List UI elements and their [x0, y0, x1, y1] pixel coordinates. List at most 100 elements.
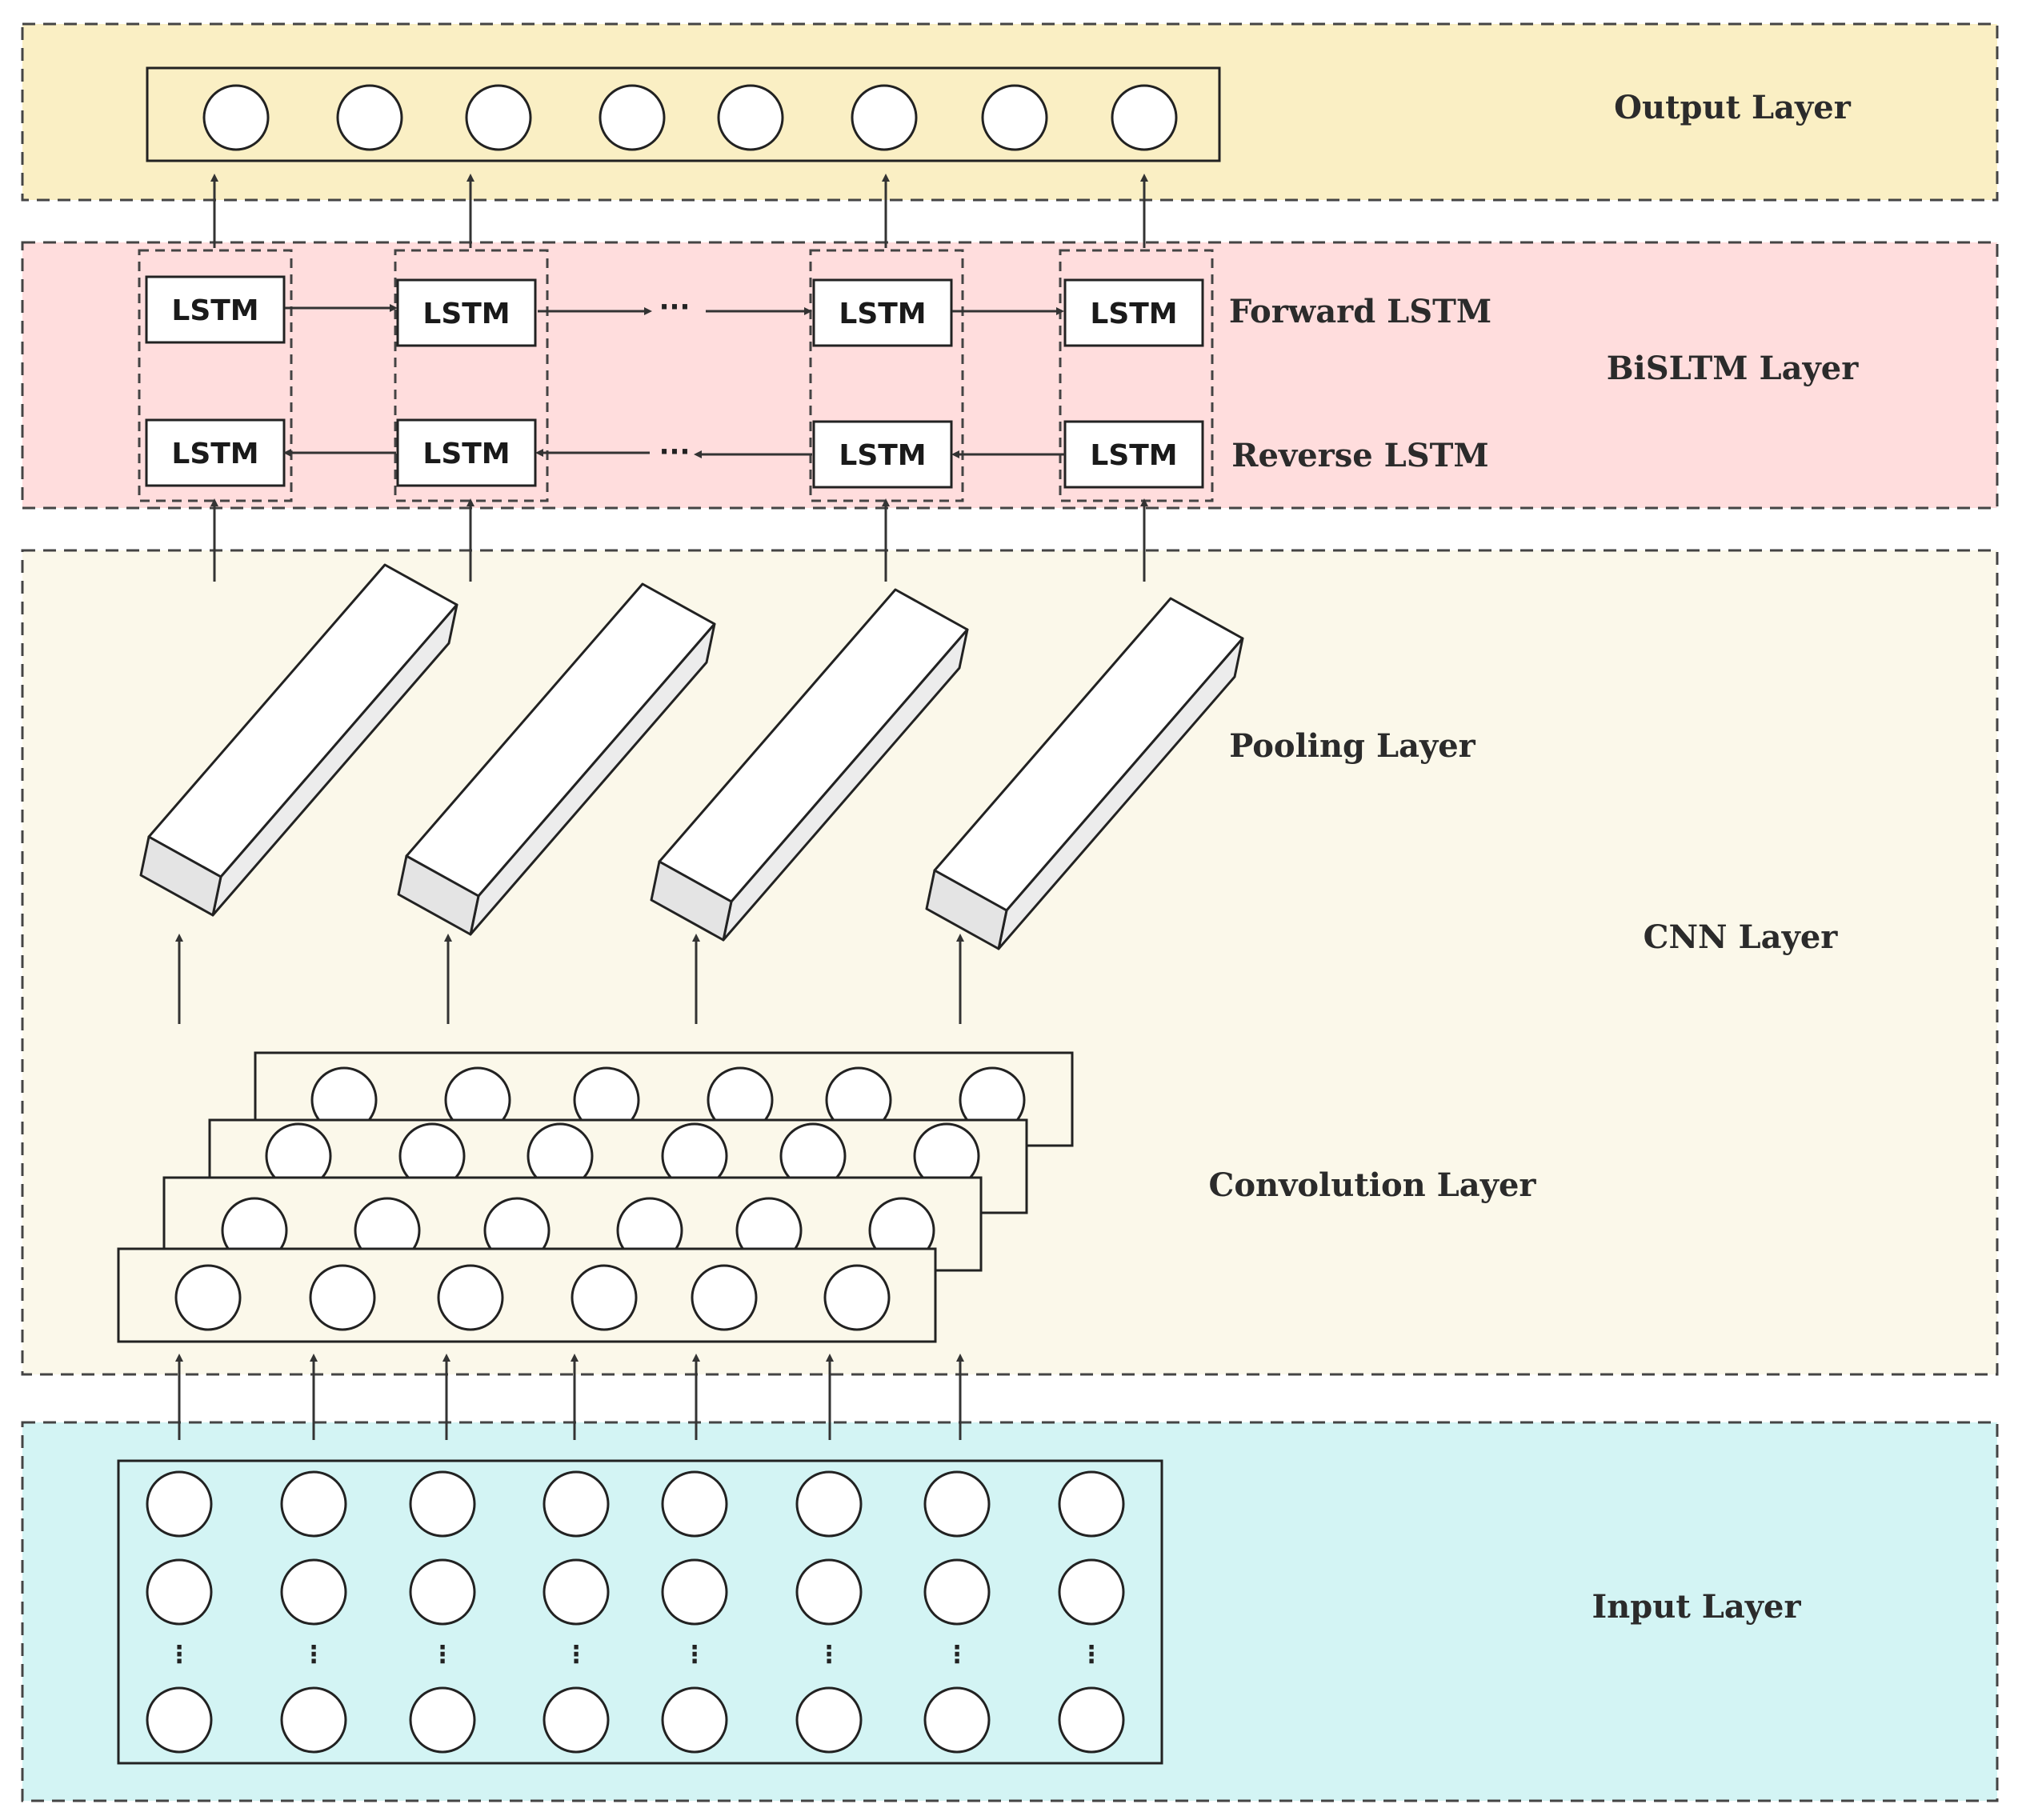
lstm-recurrent-arrows [283, 304, 1065, 458]
reverse-lstm-cell: LSTM [1063, 420, 1204, 489]
forward-ellipsis: ··· [659, 291, 691, 323]
lstm-cell-label: LSTM [422, 438, 510, 470]
feature-map-box [117, 1247, 937, 1343]
lstm-cell-box [812, 420, 953, 489]
input-node [661, 1558, 728, 1626]
output-node [851, 84, 918, 151]
reverse-lstm-cell: LSTM [145, 418, 286, 487]
output-layer: Output Layer [21, 22, 1999, 202]
lstm-cell-label: LSTM [839, 439, 926, 472]
bilstm-layer-panel [21, 241, 1999, 510]
convolution-node [691, 1264, 758, 1331]
input-node [1058, 1686, 1125, 1754]
convolution-node [174, 1264, 242, 1331]
input-node [795, 1686, 863, 1754]
input-node-grid: ⋮⋮⋮⋮⋮⋮⋮⋮ [146, 1470, 1125, 1754]
lstm-cell-box [145, 418, 286, 487]
reverse-ellipsis: ··· [659, 436, 691, 468]
input-ellipsis: ⋮ [1079, 1641, 1103, 1669]
convolution-node [309, 1264, 376, 1331]
output-node [599, 84, 666, 151]
output-node [1111, 84, 1178, 151]
input-node [795, 1470, 863, 1538]
input-node [661, 1470, 728, 1538]
lstm-cell-box [396, 278, 537, 347]
lstm-timestep-group [809, 249, 964, 502]
lstm-cell-label: LSTM [171, 294, 258, 327]
output-nodes [202, 84, 1178, 151]
input-node [146, 1686, 213, 1754]
pooling-feature-map [650, 588, 969, 942]
reverse-lstm-cell: LSTM [812, 420, 953, 489]
input-ellipsis: ⋮ [945, 1641, 969, 1669]
lstm-cell-box [1063, 420, 1204, 489]
cnn-layer: Pooling Layer CNN Layer Convolution Laye… [21, 549, 1999, 1376]
convolution-node [823, 1264, 891, 1331]
pooling-end-face [139, 835, 222, 917]
pooling-end-face [397, 854, 480, 936]
convolution-layer-label: Convolution Layer [1209, 1166, 1537, 1204]
lstm-cell-label: LSTM [839, 298, 926, 330]
input-node [923, 1686, 991, 1754]
lstm-cell-box [396, 418, 537, 487]
input-node [146, 1558, 213, 1626]
output-node [981, 84, 1048, 151]
input-ellipsis: ⋮ [302, 1641, 326, 1669]
output-node-box [146, 66, 1221, 162]
output-node [465, 84, 532, 151]
lstm-cell-label: LSTM [1090, 298, 1177, 330]
input-node-box [117, 1459, 1163, 1765]
pooling-end-face [650, 860, 733, 942]
input-node [543, 1686, 610, 1754]
input-ellipsis: ⋮ [683, 1641, 707, 1669]
input-ellipsis: ⋮ [167, 1641, 191, 1669]
input-node [409, 1686, 476, 1754]
convolution-feature-map [117, 1247, 937, 1343]
forward-lstm-cell: LSTM [1063, 278, 1204, 347]
input-node [1058, 1470, 1125, 1538]
lstm-cell-label: LSTM [171, 438, 258, 470]
pooling-feature-map [925, 597, 1244, 950]
flow-arrows [175, 174, 1148, 1440]
pooling-feature-map [397, 582, 716, 936]
pooling-feature-maps [139, 563, 1244, 950]
reverse-lstm-cell: LSTM [396, 418, 537, 487]
convolution-node [571, 1264, 638, 1331]
output-layer-label: Output Layer [1614, 89, 1852, 126]
forward-lstm-label: Forward LSTM [1229, 293, 1491, 330]
bilstm-layer: LSTM LSTM LSTM LSTM LSTM LSTM LSTM LSTM ··· ···… [21, 241, 1999, 510]
input-node [661, 1686, 728, 1754]
lstm-cell-box [812, 278, 953, 347]
forward-lstm-cell: LSTM [812, 278, 953, 347]
input-node [280, 1470, 347, 1538]
input-node [409, 1470, 476, 1538]
lstm-cell-label: LSTM [1090, 439, 1177, 472]
input-node [543, 1558, 610, 1626]
pooling-end-face [925, 869, 1008, 950]
input-node [1058, 1558, 1125, 1626]
reverse-lstm-label: Reverse LSTM [1231, 437, 1488, 474]
convolution-node [437, 1264, 504, 1331]
output-node [202, 84, 270, 151]
bilstm-layer-label: BiSLTM Layer [1607, 350, 1859, 387]
forward-lstm-cell: LSTM [145, 275, 286, 344]
lstm-cell-groups: LSTM LSTM LSTM LSTM LSTM LSTM LSTM LSTM [138, 249, 1214, 502]
cnn-layer-label: CNN Layer [1644, 918, 1839, 956]
output-node [336, 84, 403, 151]
input-ellipsis: ⋮ [430, 1641, 454, 1669]
lstm-timestep-group [1059, 249, 1214, 502]
lstm-cell-box [1063, 278, 1204, 347]
output-node [717, 84, 784, 151]
input-ellipsis: ⋮ [817, 1641, 841, 1669]
input-node [795, 1558, 863, 1626]
input-layer-label: Input Layer [1592, 1588, 1801, 1626]
convolution-feature-maps [117, 1051, 1074, 1343]
lstm-timestep-group [138, 249, 293, 502]
input-layer-panel [21, 1421, 1999, 1802]
pooling-feature-map [139, 563, 458, 917]
input-node [280, 1686, 347, 1754]
input-node [409, 1558, 476, 1626]
input-node [280, 1558, 347, 1626]
forward-lstm-cell: LSTM [396, 278, 537, 347]
